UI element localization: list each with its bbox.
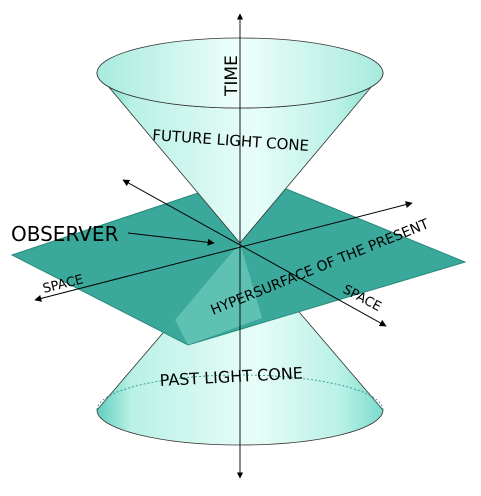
- observer-pointer: [127, 232, 215, 246]
- space-axis-right: [122, 179, 387, 327]
- time-label: TIME: [222, 55, 242, 97]
- axes: [34, 13, 413, 479]
- observer-label: OBSERVER: [11, 222, 119, 246]
